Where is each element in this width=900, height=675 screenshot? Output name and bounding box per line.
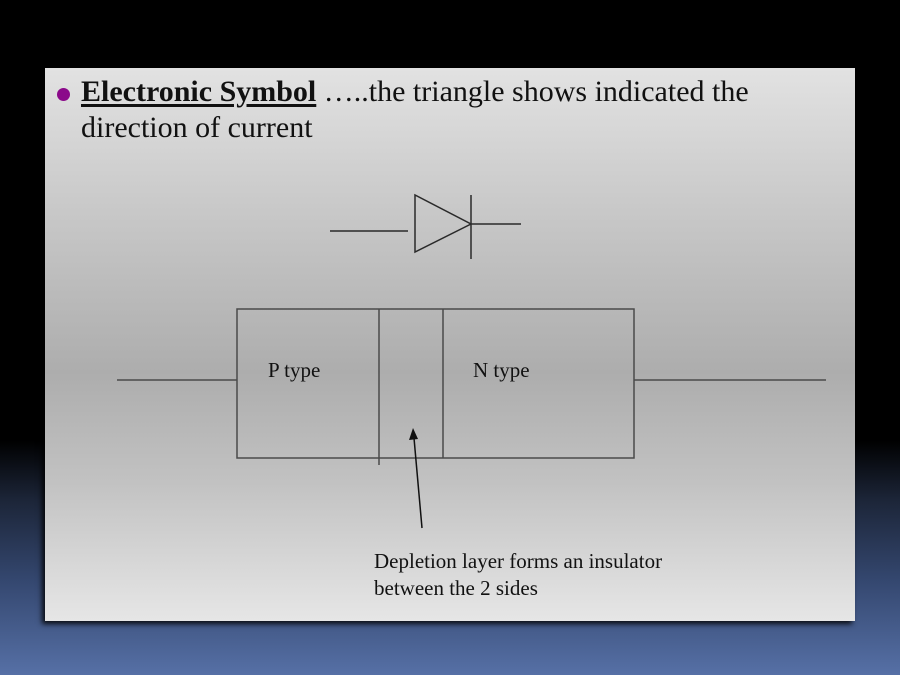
bullet-rest: …..the triangle shows indicated the dire… <box>81 75 749 144</box>
caption-line-1: Depletion layer forms an insulator <box>374 549 663 573</box>
slide-panel: Electronic Symbol …..the triangle shows … <box>45 68 855 621</box>
bullet-text: Electronic Symbol …..the triangle shows … <box>81 74 841 146</box>
depletion-caption: Depletion layer forms an insulator betwe… <box>374 548 662 602</box>
p-type-label: P type <box>268 358 321 382</box>
bullet-emphasis: Electronic Symbol <box>81 75 317 108</box>
arrow-icon <box>409 428 423 529</box>
pn-junction-block <box>117 308 826 465</box>
n-type-label: N type <box>473 358 530 382</box>
bullet-icon <box>57 88 70 101</box>
caption-line-2: between the 2 sides <box>374 576 538 600</box>
diode-symbol-icon <box>330 193 521 259</box>
